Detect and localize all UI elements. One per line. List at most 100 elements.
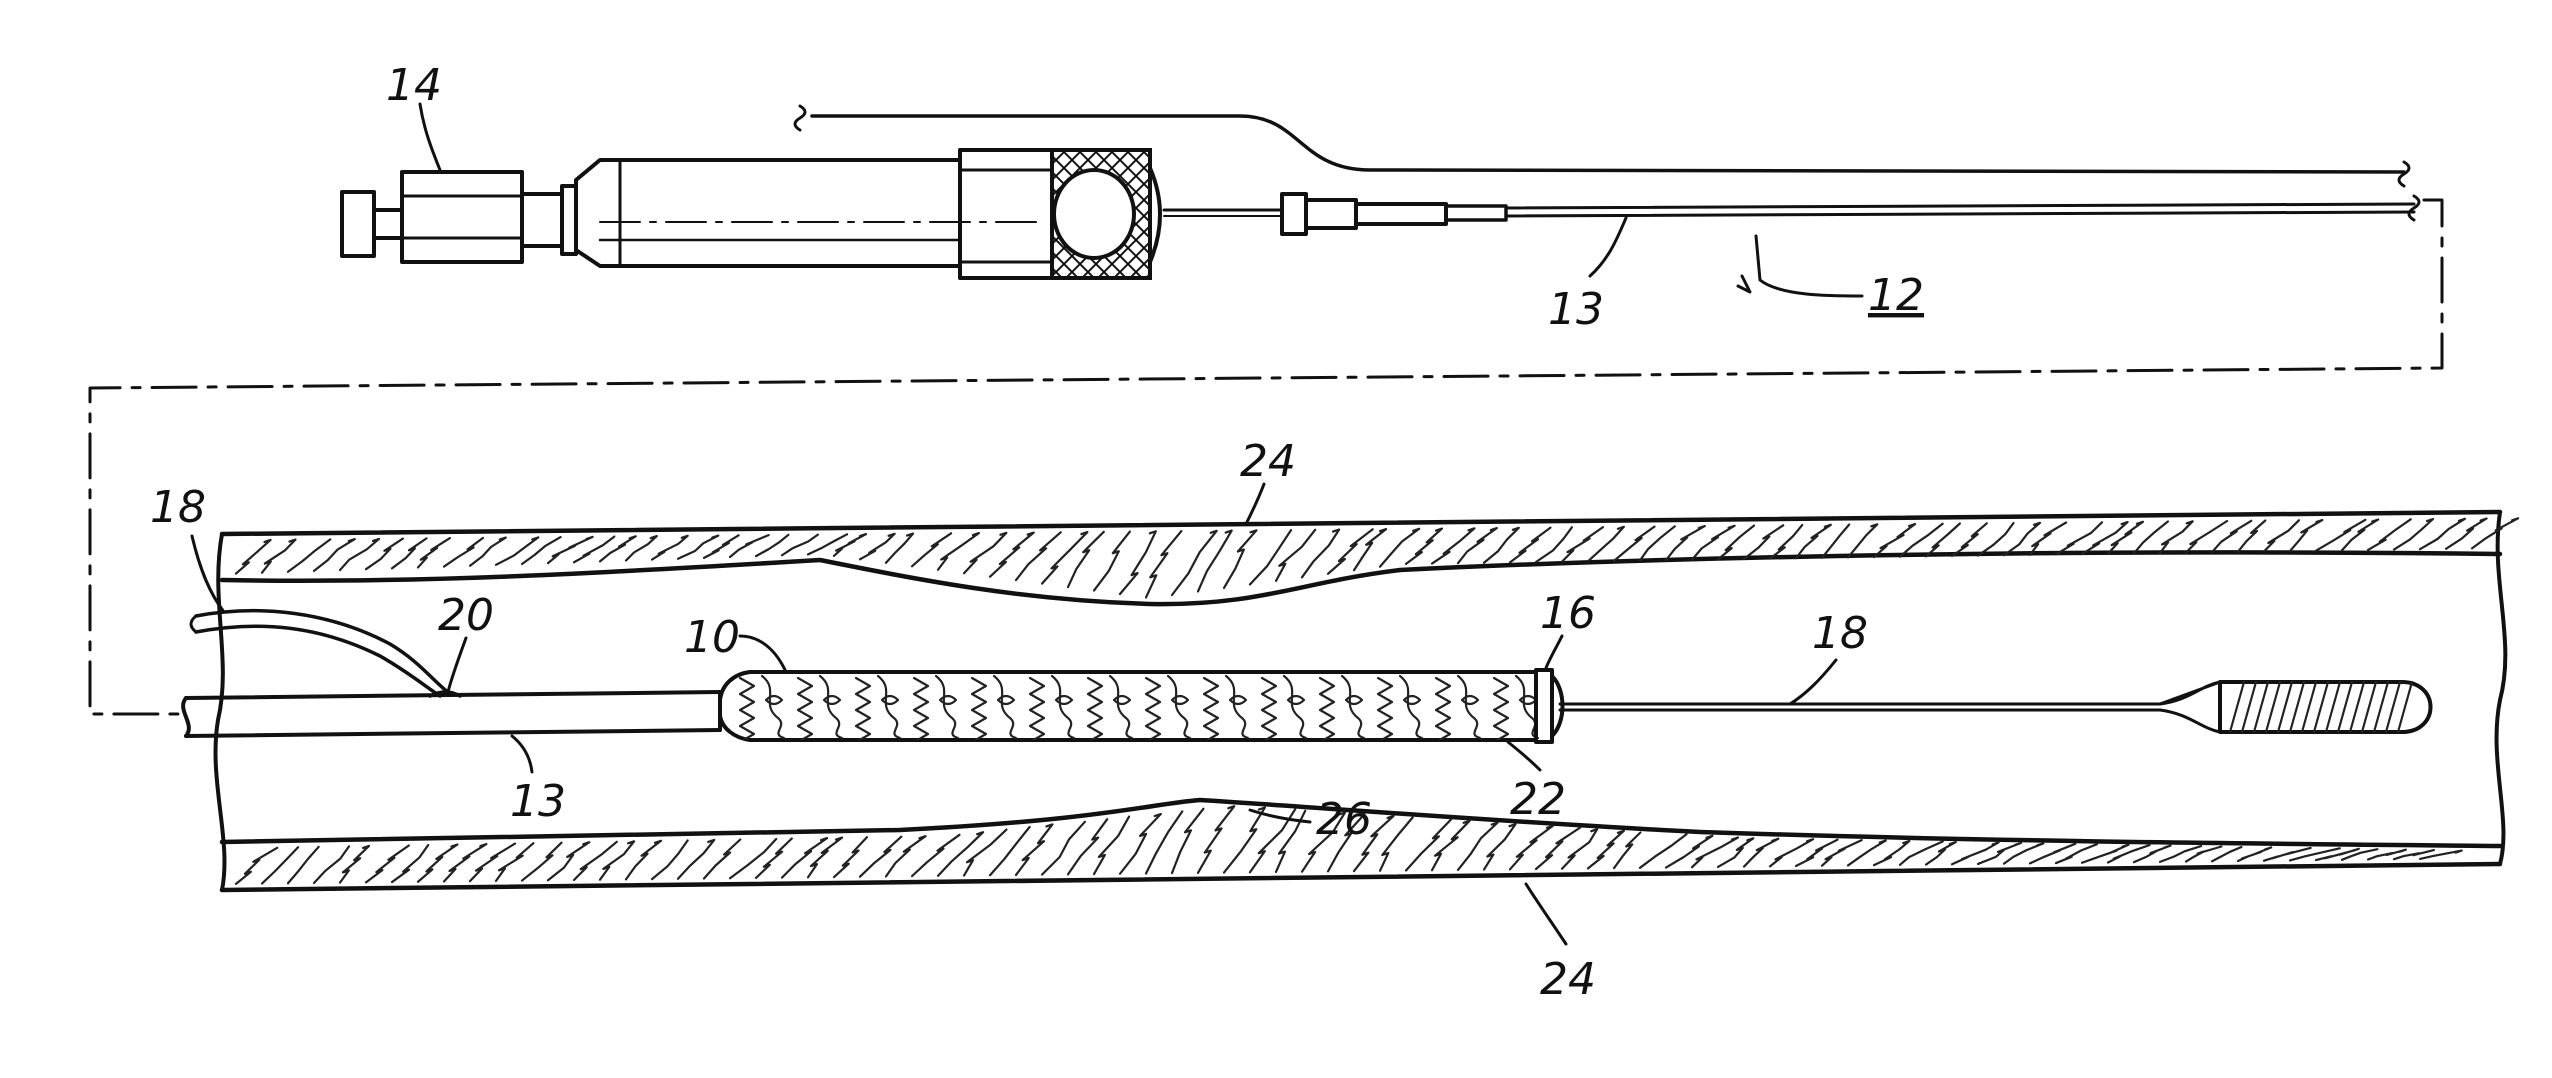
vessel-texture-stroke xyxy=(1926,524,1960,557)
vessel-texture-stroke xyxy=(860,837,901,877)
ref-13-top: 13 xyxy=(1548,284,1604,335)
stent-loop xyxy=(1056,696,1072,704)
ref-10: 10 xyxy=(684,612,740,663)
stent-link xyxy=(1168,676,1190,738)
vessel-texture-stroke xyxy=(1510,826,1553,869)
vessel-texture-stroke xyxy=(2212,847,2241,861)
vessel-texture-stroke xyxy=(808,838,842,878)
vessel-texture-stroke xyxy=(1432,528,1475,563)
wire-taper-top xyxy=(2160,682,2220,704)
vessel-texture-stroke xyxy=(496,537,538,564)
ref-18-right: 18 xyxy=(1812,608,1868,659)
stent-link xyxy=(878,676,900,738)
leader-18-right xyxy=(1790,660,1836,704)
plunger-knob xyxy=(342,192,374,256)
stent-loop xyxy=(1520,696,1536,704)
leader-12-arrow xyxy=(1738,276,1750,292)
vessel-texture-stroke xyxy=(1224,808,1265,873)
stent-loop xyxy=(1114,696,1130,704)
vessel-texture-stroke xyxy=(1016,824,1052,875)
coil-winding xyxy=(2362,682,2376,732)
vessel-texture-stroke xyxy=(1822,525,1849,558)
vessel-texture-stroke xyxy=(262,540,296,573)
stent-link xyxy=(1284,676,1306,738)
stent-strut xyxy=(1204,678,1218,742)
stent-pattern xyxy=(740,676,1538,742)
luer-cap xyxy=(1282,194,1306,234)
stent-strut xyxy=(740,678,754,742)
leader-10 xyxy=(740,636,786,672)
stent-delivery-catheter xyxy=(183,611,2430,742)
stent-link xyxy=(994,676,1016,738)
vessel-texture-stroke xyxy=(1926,842,1956,865)
vessel-texture-stroke xyxy=(1744,839,1778,867)
luer-tube xyxy=(1356,204,1446,224)
vessel-end-left xyxy=(216,534,225,890)
vessel-texture-stroke xyxy=(1952,842,1999,864)
ref-14: 14 xyxy=(386,60,442,111)
stent-loop xyxy=(1288,696,1304,704)
stent-strut xyxy=(1088,678,1102,742)
ref-26: 26 xyxy=(1316,794,1372,845)
syringe-body xyxy=(402,172,522,262)
vessel-texture-stroke xyxy=(1406,819,1451,870)
stent-link xyxy=(1400,676,1422,738)
stent-loop xyxy=(940,696,956,704)
syringe-collar xyxy=(522,194,562,246)
guidewire-break xyxy=(191,616,196,632)
leader-13-top xyxy=(1590,218,1626,276)
coil-winding xyxy=(2338,682,2352,732)
coil-winding xyxy=(2314,682,2328,732)
vessel-texture-stroke xyxy=(2316,849,2359,860)
vessel-texture-stroke xyxy=(1276,530,1315,581)
coil-winding xyxy=(2302,682,2316,732)
vessel-texture-stroke xyxy=(1016,532,1061,580)
coil-winding xyxy=(2386,682,2400,732)
vessel-texture-stroke xyxy=(730,535,769,557)
coil-winding xyxy=(2242,682,2256,732)
vessel-texture-stroke xyxy=(2056,522,2102,554)
leader-12 xyxy=(1756,236,1862,296)
vessel-texture-stroke xyxy=(1640,834,1687,868)
vessel-texture-stroke xyxy=(2160,521,2193,553)
vessel-texture-stroke xyxy=(236,848,277,884)
coil-winding xyxy=(2374,682,2388,732)
distal-marker xyxy=(1536,670,1552,742)
vessel-texture-stroke xyxy=(1068,532,1104,587)
stent-strut xyxy=(1320,678,1334,742)
vessel-texture-stroke xyxy=(1094,532,1130,591)
stent-strut xyxy=(1262,678,1276,742)
stent-strut xyxy=(1030,678,1044,742)
stent-loop xyxy=(1404,696,1420,704)
vessel-texture-stroke xyxy=(2368,519,2411,550)
vessel-texture-stroke xyxy=(730,839,776,878)
leader-24-top xyxy=(1246,484,1264,524)
vessel-texture-stroke xyxy=(1796,840,1838,866)
catheter-cut-end xyxy=(183,698,189,736)
stent-loop xyxy=(1230,696,1246,704)
break-mark-left xyxy=(795,106,805,130)
vessel-texture-stroke xyxy=(1614,833,1640,869)
vessel-texture-stroke xyxy=(1692,838,1738,868)
stent-link xyxy=(762,676,784,738)
wire-taper-bottom xyxy=(2160,710,2220,732)
leader-22 xyxy=(1508,742,1540,770)
leader-13-bottom xyxy=(512,736,532,772)
vessel-texture-stroke xyxy=(1900,524,1943,557)
leader-16 xyxy=(1546,636,1562,668)
stent-loop xyxy=(882,696,898,704)
ref-12: 12 xyxy=(1868,270,1924,321)
vessel-texture-stroke xyxy=(1120,531,1156,594)
plunger-stem xyxy=(374,210,402,238)
grip-window xyxy=(1054,170,1134,258)
stent-strut xyxy=(1146,678,1160,742)
break-mark-right-top xyxy=(2399,162,2409,186)
stent-link xyxy=(1226,676,1248,738)
vessel-texture-stroke xyxy=(1224,530,1257,588)
stent-link xyxy=(1458,676,1480,738)
coil-windings xyxy=(2230,682,2412,732)
stent-link xyxy=(1110,676,1132,738)
stent-link xyxy=(820,676,842,738)
vessel-texture-stroke xyxy=(1042,532,1087,584)
vessel-texture-stroke xyxy=(1978,523,2014,556)
